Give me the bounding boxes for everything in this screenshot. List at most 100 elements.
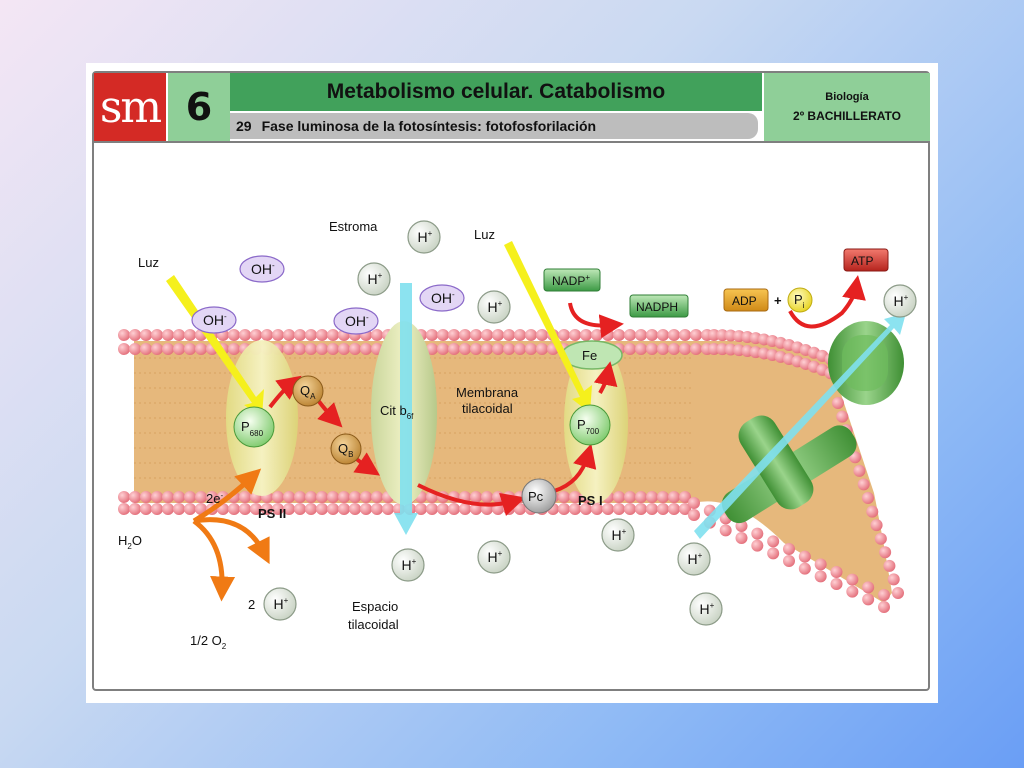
h2o-o: O bbox=[132, 533, 142, 548]
svg-text:H+: H+ bbox=[612, 527, 627, 543]
lipid-head bbox=[283, 503, 295, 515]
electron-flow bbox=[268, 275, 866, 516]
page-title-text: Metabolismo celular. Catabolismo bbox=[326, 80, 666, 103]
proton-ion: H+ bbox=[677, 542, 711, 576]
qa-label: QA bbox=[300, 383, 316, 401]
lipid-head bbox=[569, 329, 581, 341]
lipid-head bbox=[836, 410, 849, 423]
two-e-label: 2e- bbox=[206, 491, 223, 506]
hydroxide-ion: OH- bbox=[333, 307, 379, 335]
lipid-head bbox=[228, 329, 240, 341]
lipid-head bbox=[751, 527, 764, 540]
svg-text:H+: H+ bbox=[488, 549, 503, 565]
lipid-head bbox=[492, 343, 504, 355]
lipid-head bbox=[624, 343, 636, 355]
p680-center bbox=[233, 406, 275, 448]
lipid-head bbox=[690, 343, 702, 355]
lipid-head bbox=[646, 491, 658, 503]
lipid-head bbox=[580, 503, 592, 515]
lipid-head bbox=[360, 343, 372, 355]
lipid-head bbox=[283, 343, 295, 355]
photosynthesis-diagram: NADP+ NADPH ADP + Pi ATP OH-OH-OH-OH- H+… bbox=[118, 219, 917, 651]
lipid-head bbox=[878, 601, 890, 613]
lipid-head bbox=[338, 503, 350, 515]
lipid-head bbox=[338, 343, 350, 355]
lipid-head bbox=[162, 491, 174, 503]
lipid-head bbox=[129, 343, 141, 355]
lipid-head bbox=[492, 329, 504, 341]
luz-left-label: Luz bbox=[138, 255, 159, 270]
lipid-head bbox=[613, 491, 625, 503]
svg-text:OH-: OH- bbox=[345, 313, 369, 329]
subtitle-text: Fase luminosa de la fotosíntesis: fotofo… bbox=[261, 118, 597, 134]
cit-label: Cit b6f bbox=[380, 403, 414, 421]
lipid-head bbox=[250, 329, 262, 341]
lipid-head bbox=[657, 503, 669, 515]
proton-ion: H+ bbox=[477, 290, 511, 324]
plus-sign: + bbox=[774, 293, 782, 308]
lipid-head bbox=[767, 535, 780, 548]
lipid-head bbox=[657, 343, 669, 355]
lipid-head bbox=[846, 585, 859, 598]
lipid-head bbox=[140, 503, 152, 515]
lipid-head bbox=[846, 573, 859, 586]
lipid-head bbox=[448, 329, 460, 341]
lipid-head bbox=[426, 343, 438, 355]
lipid-head bbox=[162, 503, 174, 515]
lipid-head bbox=[470, 343, 482, 355]
lipid-head bbox=[129, 491, 141, 503]
lipid-head bbox=[798, 562, 811, 575]
lipid-head bbox=[536, 329, 548, 341]
proton-ion: H+ bbox=[601, 518, 635, 552]
proton-ion: H+ bbox=[689, 592, 723, 626]
lipid-head bbox=[679, 343, 691, 355]
unit-number: 6 bbox=[168, 73, 230, 141]
proton-ions: H+H+H+H+H+H+H+H+H+H+ bbox=[263, 220, 917, 626]
lipid-head bbox=[184, 491, 196, 503]
lipid-head bbox=[415, 503, 427, 515]
lipid-head bbox=[151, 503, 163, 515]
lipid-head bbox=[261, 329, 273, 341]
lipid-head bbox=[151, 329, 163, 341]
espacio-label-1: Espacio bbox=[352, 599, 398, 614]
svg-text:H+: H+ bbox=[274, 596, 289, 612]
lipid-head bbox=[316, 329, 328, 341]
lipid-head bbox=[327, 491, 339, 503]
nadph-chip bbox=[629, 294, 689, 318]
lipid-head bbox=[514, 343, 526, 355]
cit-text: Cit b bbox=[380, 403, 407, 418]
course-box: Biología 2º BACHILLERATO bbox=[764, 73, 930, 141]
lipid-head bbox=[767, 547, 780, 560]
lipid-head bbox=[140, 329, 152, 341]
lipid-head bbox=[558, 329, 570, 341]
hydroxide-ion: OH- bbox=[239, 255, 285, 283]
fe-label: Fe bbox=[582, 348, 597, 363]
lipid-head bbox=[371, 503, 383, 515]
lipid-head bbox=[751, 539, 764, 552]
svg-text:H+: H+ bbox=[700, 601, 715, 617]
lipid-head bbox=[525, 343, 537, 355]
lipid-head bbox=[591, 503, 603, 515]
pi-sub: i bbox=[803, 301, 805, 310]
lipid-head bbox=[294, 491, 306, 503]
h2o-sub: 2 bbox=[127, 542, 132, 551]
lipid-head bbox=[459, 503, 471, 515]
lipid-head bbox=[591, 329, 603, 341]
lipid-head bbox=[140, 491, 152, 503]
lipid-head bbox=[783, 543, 795, 555]
page-title: Metabolismo celular. Catabolismo bbox=[230, 73, 762, 111]
lipid-head bbox=[228, 343, 240, 355]
lipid-head bbox=[349, 503, 361, 515]
atp-synthase bbox=[721, 321, 904, 524]
atp-label: ATP bbox=[851, 254, 873, 268]
lipid-head bbox=[668, 343, 680, 355]
lipid-head bbox=[448, 503, 460, 515]
lipid-head bbox=[371, 491, 383, 503]
lipid-head bbox=[887, 573, 900, 586]
lipid-head bbox=[879, 546, 892, 559]
hydroxide-ion: OH- bbox=[191, 306, 237, 334]
plastocyanin bbox=[521, 478, 557, 514]
lipid-head bbox=[426, 329, 438, 341]
subtitle-number: 29 bbox=[236, 118, 252, 134]
nadp-text: NADP bbox=[552, 274, 585, 288]
